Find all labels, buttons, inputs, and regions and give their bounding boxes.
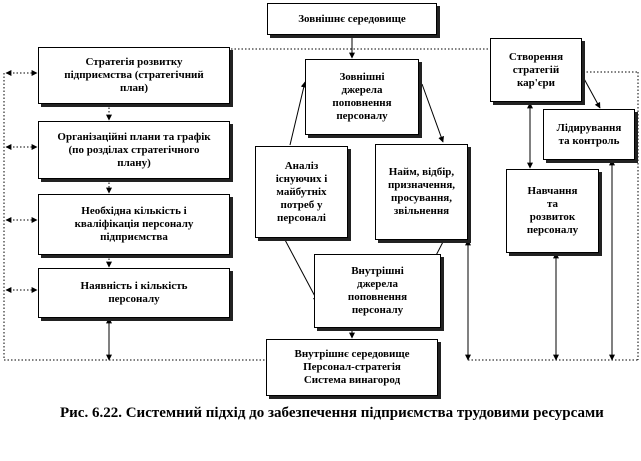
internal-sources-box: Внутрішні джерела поповнення персоналу: [314, 254, 441, 328]
arrow-career-leadership: [581, 74, 601, 109]
required-personnel-box: Необхідна кількість і кваліфікація персо…: [38, 194, 230, 255]
arrow-external-hiring: [421, 83, 444, 143]
available-personnel-box: Наявність і кількість персоналу: [38, 268, 230, 318]
needs-analysis-box: Аналіз існуючих і майбутніх потреб у пер…: [255, 146, 348, 238]
external-sources-box: Зовнішні джерела поповнення персоналу: [305, 59, 419, 135]
internal-environment-box: Внутрішнє середовище Персонал-стратегія …: [266, 339, 438, 396]
arrow-analysis-internal: [283, 237, 319, 303]
figure-caption: Рис. 6.22. Системний підхід до забезпече…: [60, 405, 604, 421]
hiring-box: Найм, відбір, призначення, просування, з…: [375, 144, 468, 240]
org-plans-box: Організаційні плани та графік (по розділ…: [38, 121, 230, 179]
arrow-analysis-external: [289, 81, 307, 146]
career-strategy-box: Створення стратегій кар'єри: [490, 38, 582, 102]
strategy-box: Стратегія розвитку підприємства (стратег…: [38, 47, 230, 104]
leadership-box: Лідирування та контроль: [543, 109, 635, 160]
external-environment-box: Зовнішнє середовище: [267, 3, 437, 35]
training-box: Навчання та розвиток персоналу: [506, 169, 599, 253]
